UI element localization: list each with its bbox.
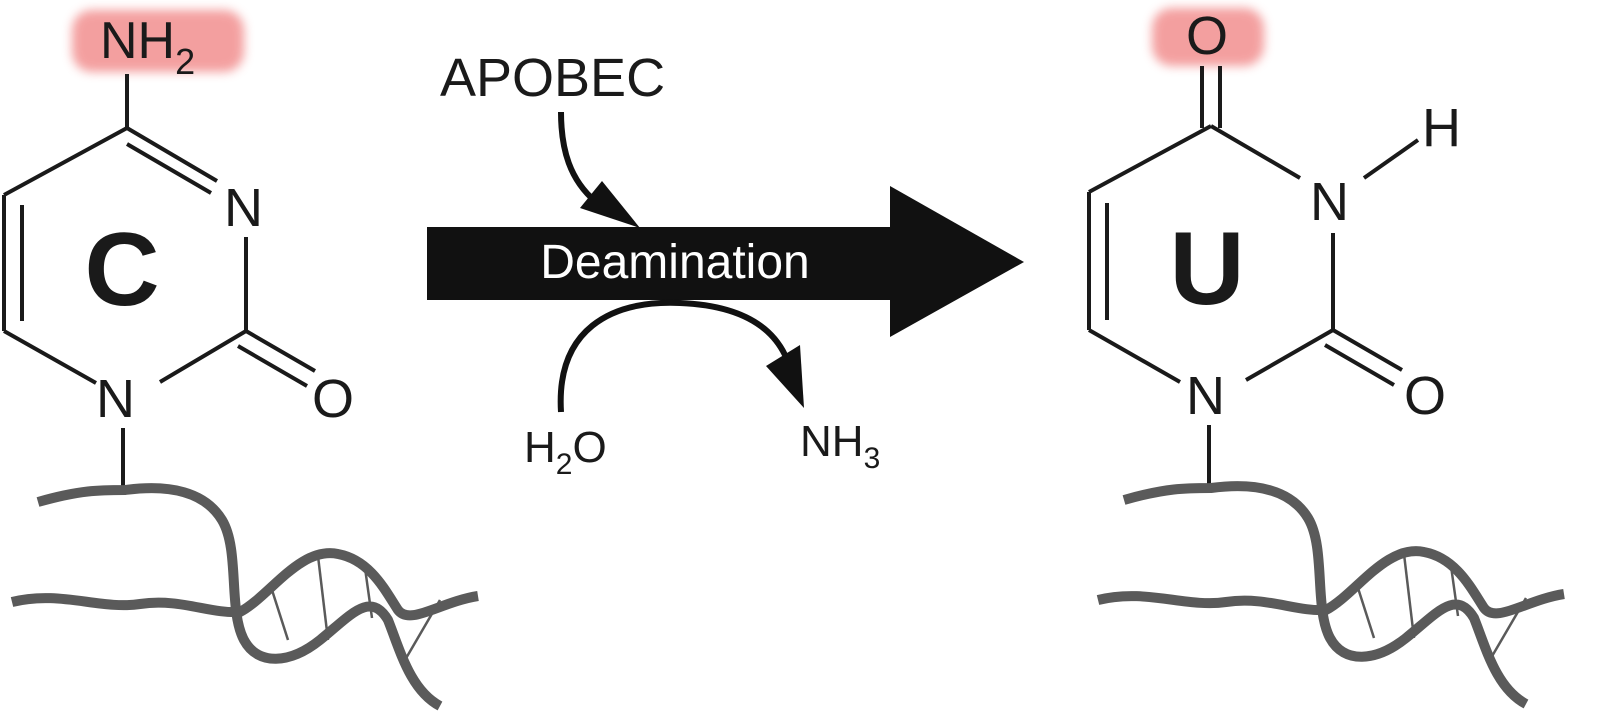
bond-c4-n3 [125, 126, 219, 183]
dna-rung [1489, 597, 1528, 659]
dna-rung [1356, 587, 1376, 639]
bond-c6-n1 [3, 329, 97, 385]
bond-c4-n3-double [125, 142, 213, 195]
bond-c2-o [244, 329, 317, 373]
oxygen-highlight [1152, 8, 1264, 66]
dna-rung [1449, 565, 1460, 617]
amine-label: NH2 [100, 12, 195, 82]
cytosine-molecule: NH2 N N O C [2, 10, 354, 490]
enzyme-arrow [558, 111, 598, 205]
dna-rung [270, 589, 290, 641]
arrow-shaft [427, 227, 895, 300]
bond-c2-o-double [1323, 343, 1396, 387]
dna-backbone-upper [1122, 481, 1529, 709]
uracil-molecule: O N H N O U [1087, 6, 1461, 488]
bond-c2-o-double [236, 344, 309, 388]
bond-c4-c5 [1088, 124, 1212, 194]
ring-nitrogen-n1: N [96, 369, 135, 429]
bond-c2-n1 [158, 329, 248, 384]
dna-backbone-upper [36, 483, 443, 711]
enzyme-arrowhead [580, 181, 640, 228]
deamination-label: Deamination [540, 236, 809, 289]
dna-rung [363, 567, 374, 619]
ring-nitrogen-n3: N [1310, 172, 1349, 232]
carbonyl-oxygen: O [312, 369, 354, 429]
ring-nitrogen-n1: N [1186, 366, 1225, 426]
dna-backbone-lower [1096, 546, 1565, 619]
bond-c2-n1 [1245, 328, 1334, 382]
hydrogen-label: H [1422, 98, 1461, 158]
dna-strand-left [10, 483, 479, 711]
bond-c2-o [1331, 328, 1404, 372]
reaction-arrow: Deamination [427, 186, 1024, 337]
bond-c4-n3 [1209, 124, 1302, 180]
dna-rung [1402, 553, 1416, 639]
byproduct-arrow [557, 299, 788, 413]
dna-rung [403, 599, 442, 661]
bond-n3-h [1362, 138, 1420, 180]
bond-c6-n1 [1088, 328, 1181, 384]
base-letter-c: C [84, 212, 159, 328]
bond-c4-c5 [3, 126, 128, 197]
base-letter-u: U [1169, 211, 1244, 327]
arrow-head [890, 186, 1024, 337]
dna-backbone-lower [10, 548, 479, 621]
byproduct-arrowhead [766, 345, 804, 408]
ring-nitrogen-n3: N [224, 178, 263, 238]
water-label: H2O [524, 423, 607, 481]
carbonyl-oxygen: O [1404, 366, 1446, 426]
ammonia-label: NH3 [800, 417, 880, 475]
dna-rung [316, 555, 330, 641]
top-oxygen-label: O [1186, 6, 1228, 66]
amine-highlight [72, 10, 244, 72]
dna-strand-right [1096, 481, 1565, 709]
enzyme-label: APOBEC [440, 48, 665, 108]
